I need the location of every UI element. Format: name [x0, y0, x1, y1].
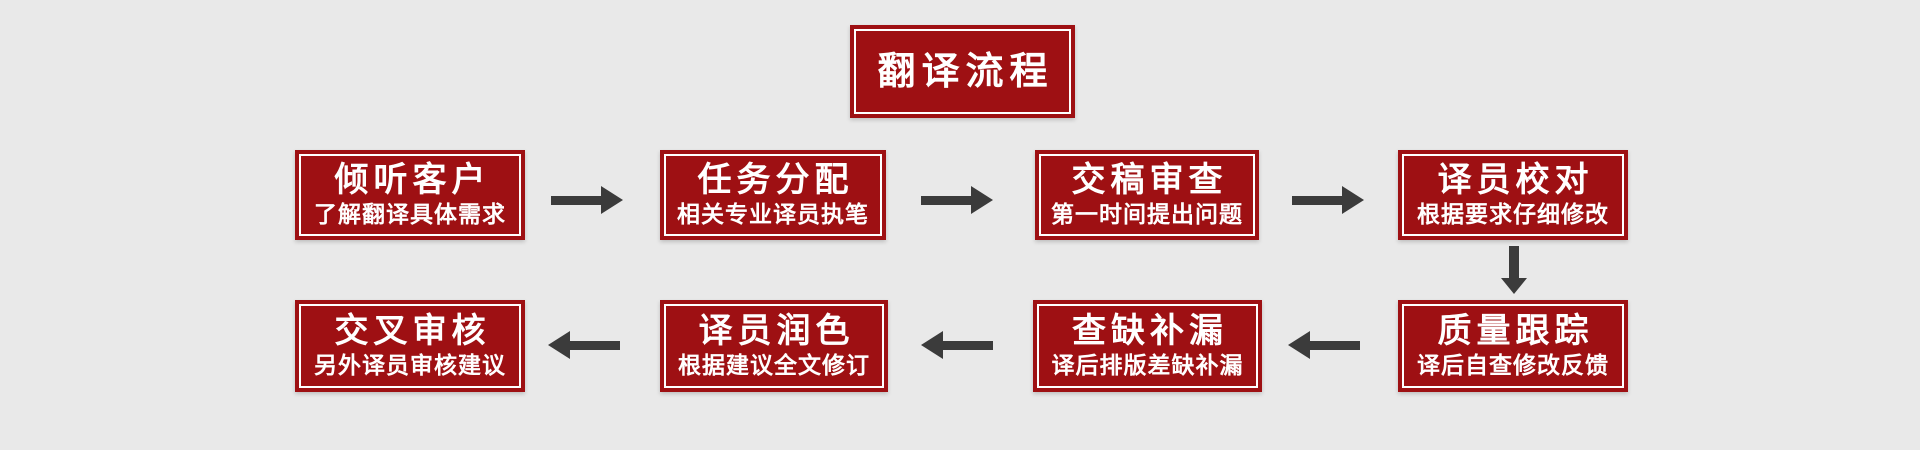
arrow-head: [548, 331, 570, 359]
arrow-right-icon: [1292, 186, 1364, 214]
arrow-down-icon: [1500, 246, 1528, 294]
arrow-left-icon: [1288, 331, 1360, 359]
arrow-right-icon: [551, 186, 623, 214]
arrow-head: [1342, 186, 1364, 214]
arrow-shaft: [921, 195, 971, 205]
step-title: 交稿审查: [1071, 161, 1228, 199]
arrow-left-icon: [548, 331, 620, 359]
step-subtitle: 译后自查修改反馈: [1417, 351, 1609, 378]
step-subtitle: 译后排版差缺补漏: [1051, 351, 1244, 378]
arrow-head: [921, 331, 943, 359]
arrow-shaft: [1292, 195, 1342, 205]
page-title: 翻译流程: [877, 50, 1054, 93]
step-subtitle: 相关专业译员执笔: [677, 200, 869, 227]
step-box-translator-polishing: 译员润色 根据建议全文修订: [660, 300, 888, 392]
step-box-inner-border: 任务分配 相关专业译员执笔: [664, 154, 882, 236]
step-box-task-assignment: 任务分配 相关专业译员执笔: [660, 150, 886, 240]
step-title: 查缺补漏: [1072, 312, 1228, 350]
arrow-head: [601, 186, 623, 214]
arrow-left-icon: [921, 331, 993, 359]
step-title: 质量跟踪: [1437, 312, 1594, 350]
arrow-shaft: [943, 340, 993, 350]
step-subtitle: 根据要求仔细修改: [1417, 200, 1609, 227]
step-box-inner-border: 倾听客户 了解翻译具体需求: [299, 154, 521, 236]
step-title: 译员润色: [698, 312, 855, 350]
step-box-listen-to-client: 倾听客户 了解翻译具体需求: [295, 150, 525, 240]
step-box-inner-border: 查缺补漏 译后排版差缺补漏: [1037, 304, 1258, 388]
step-subtitle: 第一时间提出问题: [1051, 200, 1243, 227]
step-box-gap-checking: 查缺补漏 译后排版差缺补漏: [1033, 300, 1262, 392]
arrow-head: [971, 186, 993, 214]
flowchart-title-box: 翻译流程: [850, 25, 1075, 118]
step-box-translator-proofreading: 译员校对 根据要求仔细修改: [1398, 150, 1628, 240]
arrow-shaft: [1509, 246, 1519, 278]
step-box-inner-border: 交叉审核 另外译员审核建议: [299, 304, 521, 388]
title-box-inner-border: 翻译流程: [854, 29, 1071, 114]
step-subtitle: 了解翻译具体需求: [314, 200, 506, 227]
step-box-inner-border: 译员润色 根据建议全文修订: [664, 304, 884, 388]
step-title: 译员校对: [1437, 161, 1594, 199]
step-box-cross-review: 交叉审核 另外译员审核建议: [295, 300, 525, 392]
step-subtitle: 根据建议全文修订: [678, 351, 870, 378]
step-box-draft-review: 交稿审查 第一时间提出问题: [1035, 150, 1259, 240]
step-box-inner-border: 译员校对 根据要求仔细修改: [1402, 154, 1624, 236]
arrow-shaft: [570, 340, 620, 350]
arrow-shaft: [551, 195, 601, 205]
arrow-head: [1288, 331, 1310, 359]
arrow-head: [1501, 278, 1527, 294]
step-subtitle: 另外译员审核建议: [314, 351, 506, 378]
step-box-inner-border: 交稿审查 第一时间提出问题: [1039, 154, 1255, 236]
step-title: 倾听客户: [334, 161, 491, 199]
arrow-shaft: [1310, 340, 1360, 350]
step-title: 任务分配: [697, 161, 854, 199]
step-box-quality-tracking: 质量跟踪 译后自查修改反馈: [1398, 300, 1628, 392]
step-title: 交叉审核: [334, 312, 491, 350]
arrow-right-icon: [921, 186, 993, 214]
step-box-inner-border: 质量跟踪 译后自查修改反馈: [1402, 304, 1624, 388]
